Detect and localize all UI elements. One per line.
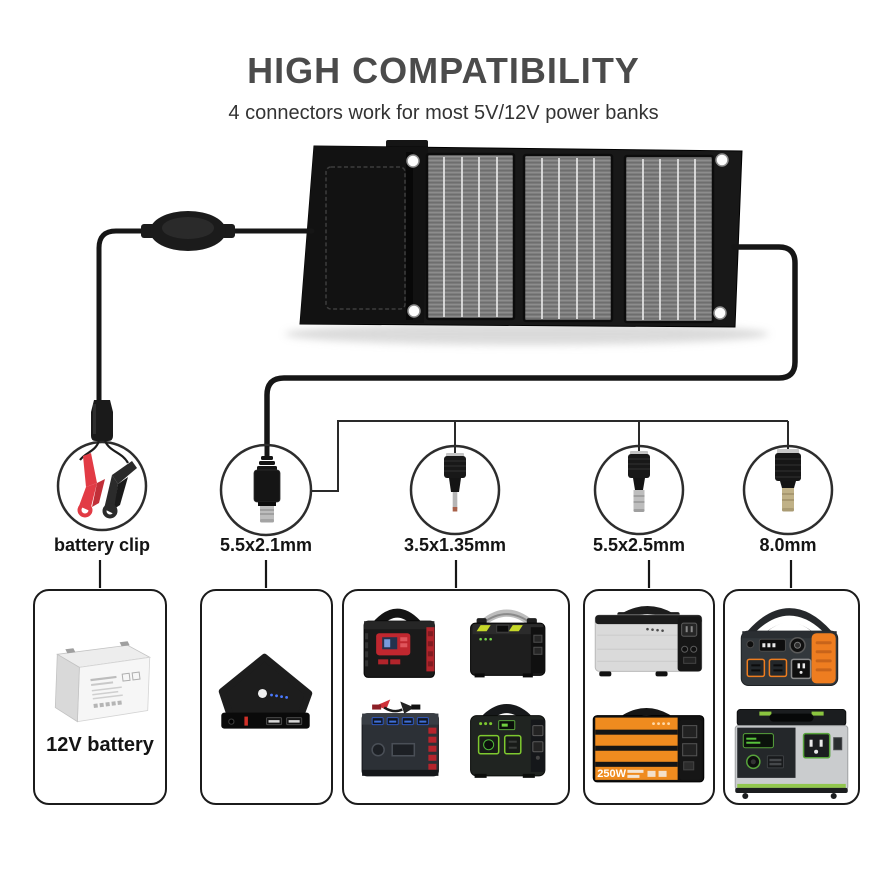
connector-circles	[56, 440, 834, 537]
station-orange-250w: 250W	[592, 708, 705, 783]
dc-plug-5521-icon	[253, 446, 281, 523]
dc-adapter-3513-icon	[444, 446, 466, 512]
product-box-station-grid	[342, 589, 570, 805]
station-silver-body	[594, 606, 703, 677]
connector-label-5525: 5.5x2.5mm	[592, 535, 686, 555]
solar-panel-illustration	[299, 140, 743, 328]
dc-adapter-5525-icon	[628, 446, 650, 512]
battery-caption: 12V battery	[46, 734, 154, 756]
adapter-branch-lines	[312, 420, 789, 492]
page-subtitle: 4 connectors work for most 5V/12V power …	[228, 102, 659, 124]
battery-clip-icon	[77, 440, 137, 519]
station-green-accent	[470, 704, 546, 778]
orange-green-stations-illustration	[734, 608, 849, 799]
power-station-grid-illustration	[361, 608, 546, 778]
station-green-silver	[734, 709, 849, 799]
battery-12v-illustration	[54, 641, 151, 723]
battery-label-detail	[90, 671, 141, 708]
cable-to-battery-clip	[96, 228, 315, 404]
product-box-12v-battery: 12V battery	[33, 589, 167, 805]
clip-cable-connector	[91, 400, 113, 441]
product-box-orange-green	[723, 589, 860, 805]
label-to-box-lines	[98, 560, 793, 588]
connector-label-battery-clip: battery clip	[53, 535, 151, 555]
product-box-silver-orange: 250W	[583, 589, 715, 805]
dc-adapter-80-icon	[775, 446, 801, 512]
grommet-icons	[406, 153, 729, 320]
station-red-display	[363, 608, 435, 678]
charge-controller-icon	[141, 211, 235, 251]
connector-label-80: 8.0mm	[759, 535, 817, 555]
connector-label-5521: 5.5x2.1mm	[219, 535, 313, 555]
panel-shadow	[285, 323, 769, 345]
power-bank-illustration	[218, 653, 313, 729]
station-jump-starter	[361, 699, 439, 777]
silver-orange-stations-illustration: 250W	[592, 606, 705, 783]
station-wattage-text: 250W	[597, 768, 626, 780]
connector-label-3513: 3.5x1.35mm	[403, 535, 507, 555]
page-title: HIGH COMPATIBILITY	[247, 50, 640, 91]
station-silver-handle	[470, 609, 546, 678]
cable-to-dc-plug	[264, 244, 798, 450]
station-arch-handle	[740, 608, 839, 686]
product-box-power-bank	[200, 589, 333, 805]
